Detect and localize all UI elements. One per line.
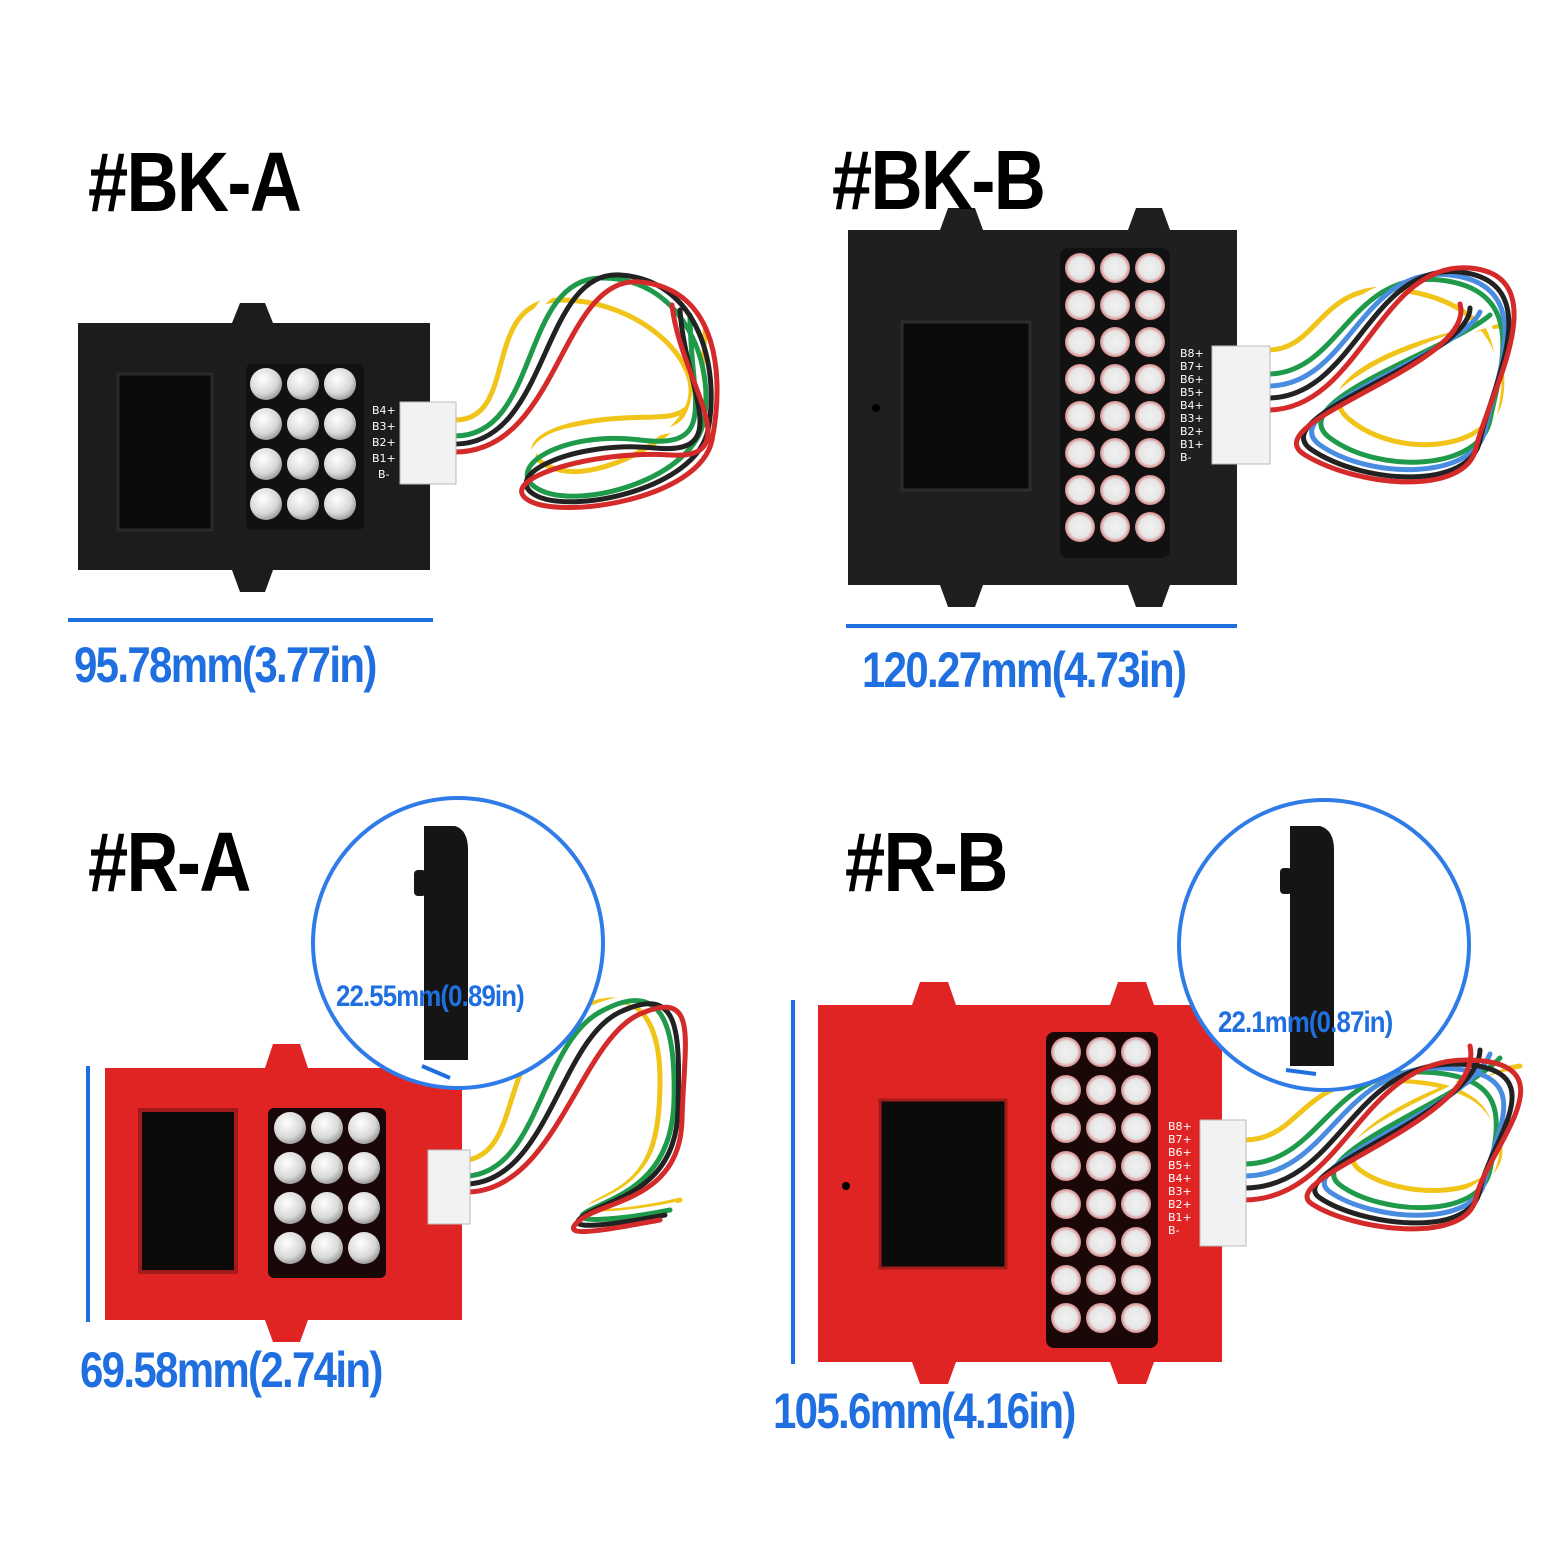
bk-a-pin-label: B- xyxy=(378,468,390,481)
r-b-pin-label: B6+ xyxy=(1168,1146,1192,1159)
bk-a-device: B4+ B3+ B2+ B1+ B- xyxy=(78,272,720,592)
bk-b-pin-label: B2+ xyxy=(1180,425,1204,438)
r-b-thickness-inset xyxy=(1177,798,1471,1092)
bk-a-dimension: 95.78mm(3.77in) xyxy=(74,637,377,693)
r-b-pin-label: B1+ xyxy=(1168,1211,1192,1224)
bk-a-pin-label: B4+ xyxy=(372,404,396,417)
r-b-thickness: 22.1mm(0.87in) xyxy=(1218,1006,1393,1039)
r-b-pin-label: B3+ xyxy=(1168,1185,1192,1198)
r-b-pin-label: B4+ xyxy=(1168,1172,1192,1185)
bk-b-dimension: 120.27mm(4.73in) xyxy=(862,642,1187,698)
r-b-label: #R-B xyxy=(845,815,1008,909)
r-b-pin-label: B5+ xyxy=(1168,1159,1192,1172)
bk-b-label: #BK-B xyxy=(832,133,1046,227)
r-a-dimension: 69.58mm(2.74in) xyxy=(80,1342,383,1398)
r-b-pin-label: B7+ xyxy=(1168,1133,1192,1146)
r-b-capacitors xyxy=(1051,1037,1151,1333)
r-a-capacitors xyxy=(274,1112,380,1264)
bk-b-device: B8+ B7+ B6+ B5+ B4+ B3+ B2+ B1+ B- xyxy=(848,208,1517,607)
bk-b-pin-label: B8+ xyxy=(1180,347,1204,360)
r-b-device: B8+ B7+ B6+ B5+ B4+ B3+ B2+ B1+ B- xyxy=(818,982,1524,1384)
bk-a-label: #BK-A xyxy=(88,135,302,229)
bk-b-pin-label: B5+ xyxy=(1180,386,1204,399)
bk-a-pin-label: B3+ xyxy=(372,420,396,433)
bk-b-capacitors xyxy=(1065,253,1165,542)
r-b-pin-label: B2+ xyxy=(1168,1198,1192,1211)
r-a-device xyxy=(105,997,688,1342)
bk-a-pin-label: B2+ xyxy=(372,436,396,449)
r-a-label: #R-A xyxy=(88,815,251,909)
bk-b-pin-label: B4+ xyxy=(1180,399,1204,412)
bk-b-pin-label: B6+ xyxy=(1180,373,1204,386)
r-b-pin-label: B8+ xyxy=(1168,1120,1192,1133)
bk-b-pin-label: B7+ xyxy=(1180,360,1204,373)
bk-b-pin-label: B3+ xyxy=(1180,412,1204,425)
r-b-dimension: 105.6mm(4.16in) xyxy=(773,1383,1076,1439)
r-a-thickness: 22.55mm(0.89in) xyxy=(336,980,525,1013)
r-a-thickness-inset xyxy=(311,796,605,1090)
bk-a-pin-label: B1+ xyxy=(372,452,396,465)
bk-a-capacitors xyxy=(250,368,356,520)
bk-b-pin-label: B1+ xyxy=(1180,438,1204,451)
r-b-pin-label: B- xyxy=(1168,1224,1180,1237)
bk-b-pin-label: B- xyxy=(1180,451,1192,464)
